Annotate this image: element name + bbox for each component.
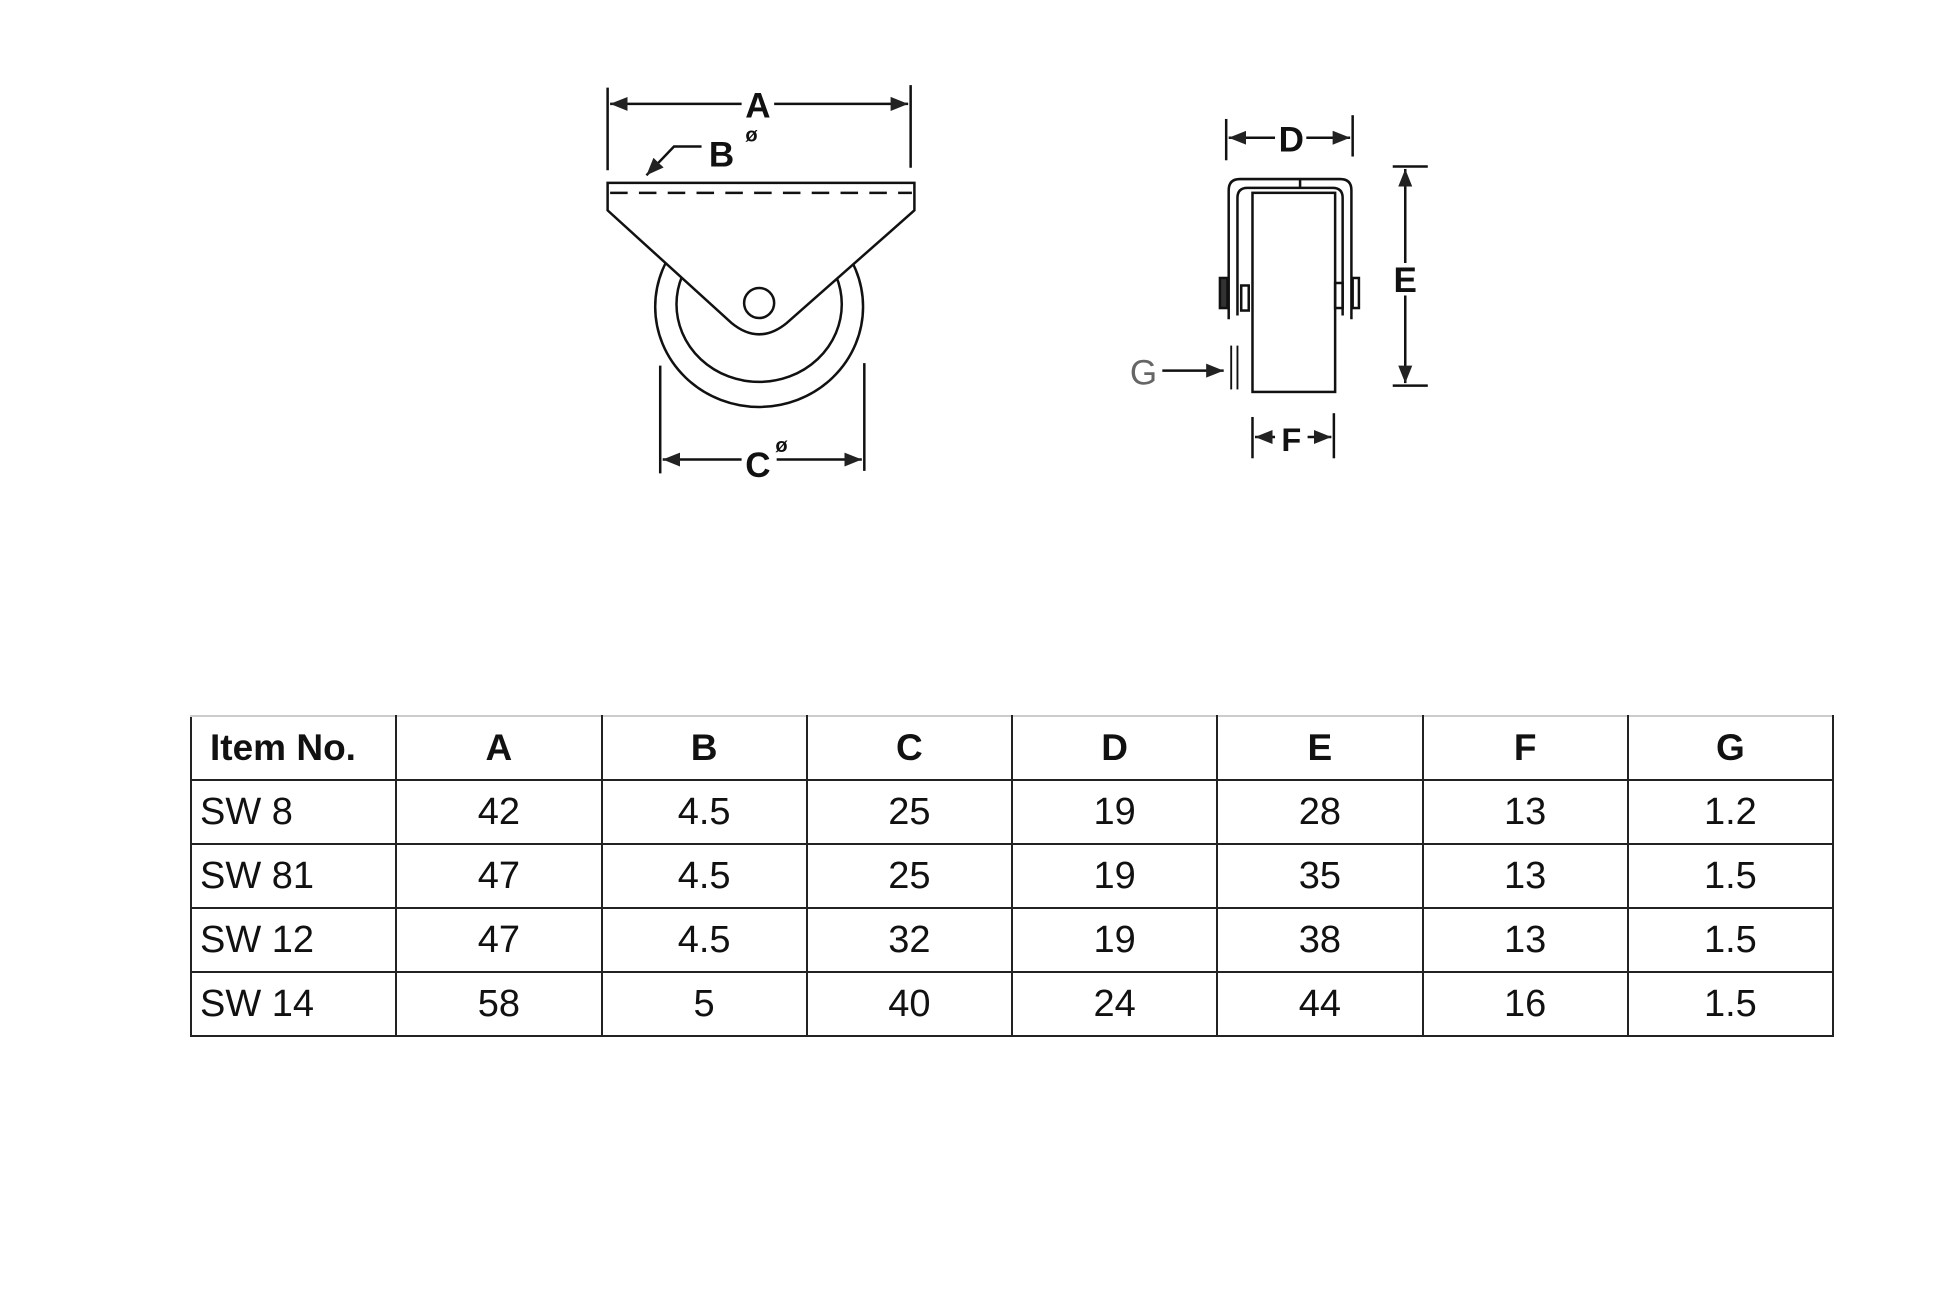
cell: 4.5 (600, 907, 808, 973)
cell: 19 (1010, 843, 1219, 909)
header-d: D (1010, 715, 1219, 781)
label-e: E (1394, 261, 1417, 300)
table-row: SW 8 42 4.5 25 19 28 13 1.2 (189, 779, 1835, 845)
cell-item: SW 81 (189, 843, 398, 909)
cell: 25 (805, 779, 1014, 845)
table-row: SW 12 47 4.5 32 19 38 13 1.5 (189, 907, 1835, 973)
diameter-symbol-b: ø (745, 124, 758, 146)
cell: 47 (395, 843, 603, 909)
table-row: SW 81 47 4.5 25 19 35 13 1.5 (189, 843, 1835, 909)
cell: 32 (805, 907, 1014, 973)
cell: 4.5 (600, 779, 808, 845)
header-g: G (1626, 715, 1835, 781)
label-f: F (1281, 422, 1301, 458)
cell: 28 (1216, 779, 1424, 845)
cell: 35 (1216, 843, 1424, 909)
cell: 44 (1216, 971, 1424, 1037)
header-e: E (1216, 715, 1424, 781)
cell: 1.5 (1626, 971, 1835, 1037)
cell: 38 (1216, 907, 1424, 973)
cell: 16 (1421, 971, 1629, 1037)
label-b: B (709, 136, 734, 175)
label-g: G (1130, 353, 1157, 392)
cell-item: SW 12 (189, 907, 398, 973)
dimension-table: Item No. A B C D E F G SW 8 42 4.5 25 19… (189, 715, 1835, 1037)
cell: 13 (1421, 907, 1629, 973)
cell: 19 (1010, 779, 1219, 845)
header-b: B (600, 715, 808, 781)
cell: 42 (395, 779, 603, 845)
cell: 58 (395, 971, 603, 1037)
table-row: SW 14 58 5 40 24 44 16 1.5 (189, 971, 1835, 1037)
cell: 24 (1010, 971, 1219, 1037)
label-a: A (745, 87, 770, 126)
cell: 5 (600, 971, 808, 1037)
front-view (1162, 115, 1428, 459)
cell: 1.5 (1626, 843, 1835, 909)
diameter-symbol-c: ø (775, 435, 788, 457)
cell-item: SW 8 (189, 779, 398, 845)
header-item-no: Item No. (189, 715, 398, 781)
cell: 40 (805, 971, 1014, 1037)
cell: 13 (1421, 779, 1629, 845)
cell: 13 (1421, 843, 1629, 909)
label-d: D (1279, 121, 1304, 160)
cell: 1.5 (1626, 907, 1835, 973)
header-f: F (1421, 715, 1629, 781)
cell: 1.2 (1626, 779, 1835, 845)
side-view (606, 85, 916, 474)
cell: 19 (1010, 907, 1219, 973)
cell: 25 (805, 843, 1014, 909)
label-c: C (745, 446, 770, 485)
cell-item: SW 14 (189, 971, 398, 1037)
header-c: C (805, 715, 1014, 781)
cell: 4.5 (600, 843, 808, 909)
cell: 47 (395, 907, 603, 973)
header-a: A (395, 715, 603, 781)
table-header-row: Item No. A B C D E F G (189, 715, 1835, 781)
